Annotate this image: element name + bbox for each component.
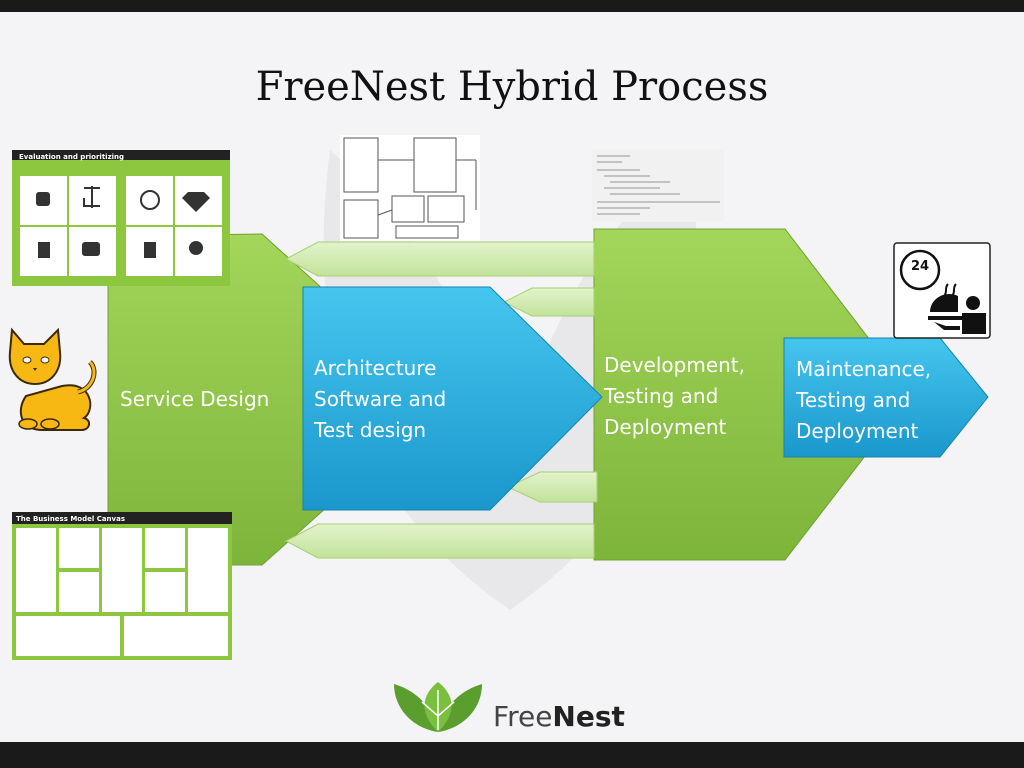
maintenance-label-line-2: Testing and	[796, 388, 911, 412]
development-block	[593, 228, 913, 561]
cat-mascot-icon	[8, 327, 97, 431]
support-24h-icon	[893, 242, 991, 339]
bottom-bar	[0, 742, 1024, 768]
freenest-logo-text: FreeNest	[493, 700, 625, 733]
logo-prefix: Free	[493, 700, 553, 733]
service-design-label: Service Design	[120, 387, 270, 411]
business-model-canvas-thumbnail	[12, 512, 232, 660]
architecture-label-line-2: Software and	[314, 387, 447, 411]
evaluation-thumbnail-title: Evaluation and prioritizing	[19, 153, 125, 161]
support-badge-text: 24	[910, 259, 930, 274]
maintenance-label: Maintenance, Testing and Deployment	[796, 354, 931, 447]
architecture-label-line-3: Test design	[314, 418, 427, 442]
logo-suffix: Nest	[552, 700, 625, 733]
maintenance-label-line-1: Maintenance,	[796, 357, 932, 381]
feedback-arrow-bottom-outer	[284, 523, 595, 559]
canvas-thumbnail-title: The Business Model Canvas	[16, 515, 125, 523]
top-bar	[0, 0, 1024, 12]
process-diagram	[8, 135, 991, 732]
feedback-arrow-top-outer	[284, 241, 595, 277]
development-label-line-3: Deployment	[604, 415, 727, 439]
slide-title: FreeNest Hybrid Process	[255, 64, 769, 110]
feedback-arrow-bottom-inner	[506, 471, 598, 503]
evaluation-prioritizing-thumbnail	[12, 150, 230, 286]
uml-diagram-thumbnail	[340, 135, 480, 241]
code-snippet-thumbnail	[592, 150, 724, 222]
slide: FreeNest Hybrid Process Evaluation and p…	[0, 12, 1024, 742]
freenest-logo-icon	[394, 682, 482, 732]
feedback-arrow-top-inner	[502, 287, 595, 317]
architecture-block	[302, 286, 603, 511]
architecture-label-line-1: Architecture	[314, 356, 437, 380]
development-label-line-2: Testing and	[604, 384, 719, 408]
maintenance-label-line-3: Deployment	[796, 419, 919, 443]
development-label-line-1: Development,	[604, 353, 745, 377]
architecture-label: Architecture Software and Test design	[314, 353, 446, 446]
development-label: Development, Testing and Deployment	[604, 350, 745, 443]
